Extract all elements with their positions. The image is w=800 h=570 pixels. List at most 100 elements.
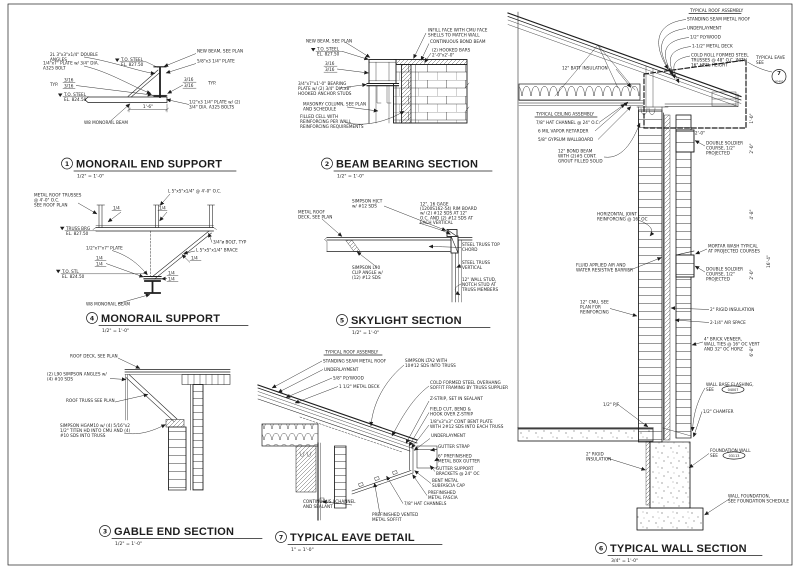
d6-dim-v2: 2'-0" xyxy=(749,143,755,153)
d7-label-plywood: 5/8" PLYWOOD xyxy=(333,376,364,381)
d7-label-field-cut: FIELD CUT, BEND &HOOK OVER Z-STRIP xyxy=(430,407,473,417)
d6-label-vapor: 6 MIL VAPOR RETARDER xyxy=(538,129,588,134)
d1-label-typ-left: TYP. xyxy=(49,82,58,87)
d6-dim-v5: 6'-8" xyxy=(749,346,755,356)
d1-label-typ-right: TYP. xyxy=(207,81,216,86)
d6-detail-number-bubble xyxy=(595,542,607,554)
d6-dim-v1: 1'-0" xyxy=(749,113,755,123)
d3-leaders xyxy=(109,357,166,434)
d1-weld-right-bottom: 3/16 xyxy=(184,83,194,88)
d5-title: SKYLIGHT SECTION xyxy=(351,315,462,327)
d1-label-new-beam: NEW BEAM, SEE PLAN xyxy=(197,49,243,54)
d4-weld-g: 1/4 xyxy=(159,205,166,210)
d2-titleblock: 2 BEAM BEARING SECTION 1/2" = 1'-0" xyxy=(321,157,493,180)
d1-weld-left-bottom: 3/16 xyxy=(64,84,74,89)
d4-label-plate: 1/2"x7"x7" PLATE xyxy=(86,246,123,251)
d6-leaders xyxy=(594,19,773,516)
d7-label-standing-seam: STANDING SEAM METAL ROOF xyxy=(323,359,387,364)
d3-label-roof-deck: ROOF DECK, SEE PLAN xyxy=(70,354,118,359)
d2-linework xyxy=(311,48,470,124)
d4-titleblock: 4 MONORAIL SUPPORT 1/2" = 1'-0" xyxy=(86,312,249,334)
d3-label-simpson-angles: (2) L90 SIMPSON ANGLES w/(4) #10 SDS xyxy=(47,372,107,382)
d5-detail-number-bubble xyxy=(336,314,348,326)
d4-label-trusses: METAL ROOF TRUSSES@ 4'-0" O.C.SEE ROOF P… xyxy=(34,193,82,208)
d6-label-batt: 12" BATT INSULATION xyxy=(562,66,608,71)
d4-label-angle-oc: L 5"x5"x1/4" @ 4'-0" O.C. xyxy=(168,189,221,194)
d3-scale: 1/2" = 1'-0" xyxy=(115,541,142,547)
d6-label-underlayment: UNDERLAYMENT xyxy=(687,26,722,31)
d7-label-gutter-strap: GUTTER STRAP xyxy=(438,444,470,449)
d6-label-gwb: 5/8" GYPSUM WALLBOARD xyxy=(538,137,593,142)
d6-label-ceiling-header: TYPICAL CEILING ASSEMBLY xyxy=(535,112,594,117)
d7-scale: 1" = 1'-0" xyxy=(291,547,314,553)
d6-label-air-space: 2-1/4" AIR SPACE xyxy=(710,320,746,325)
d2-label-new-beam: NEW BEAM, SEE PLAN xyxy=(306,39,352,44)
d1-label-plate-top: 5/8"x3 1/4" PLATE xyxy=(197,59,235,64)
d1-weld-right-top: 3/16 xyxy=(184,77,194,82)
d4-label-brace: L 5"x5"x1/4" BRACE xyxy=(196,248,238,253)
d7-detail-number: 7 xyxy=(279,534,283,541)
d2-weld-top: 3/16 xyxy=(325,61,335,66)
d6-label-hat-channel: 7/8" HAT CHANNEL @ 24" O.C. xyxy=(536,120,600,125)
d3-titleblock: 3 GABLE END SECTION 1/2" = 1'-0" xyxy=(99,525,263,547)
d6-titleblock: 6 TYPICAL WALL SECTION 3/4" = 1'-0" xyxy=(595,542,763,564)
d1-label-plate-bolts: 1/2"x3 1/4" PLATE w/ (2)3/4" DIA. A325 B… xyxy=(189,100,241,110)
d6-dim-v3: 4'-8" xyxy=(749,209,755,219)
d2-detail-number-bubble xyxy=(321,157,333,170)
d6-label-wall-foundation: WALL FOUNDATION,SEE FOUNDATION SCHEDULE xyxy=(728,494,789,504)
d4-leaders xyxy=(77,193,213,304)
d6-dimensions: 2'-0" 1'-0" 2'-0" 4'-8" 2'-0" 6'-8" 16'-… xyxy=(661,105,774,418)
d7-label-metal-deck: 1 1/2" METAL DECK xyxy=(339,384,380,389)
d3-label-roof-truss: ROOF TRUSS SEE PLAN xyxy=(66,398,115,403)
d7-label-underlayment-1: UNDERLAYMENT xyxy=(324,367,359,372)
d6-dim-total: 16'-4" xyxy=(766,255,772,268)
d7-title: TYPICAL EAVE DETAIL xyxy=(290,532,415,544)
d2-weld-bottom: 3/16 xyxy=(325,67,335,72)
d1-detail-number-bubble xyxy=(61,157,73,170)
d1-label-monorail: W8 MONORAIL BEAM xyxy=(84,120,128,125)
d3-detail-number-bubble xyxy=(99,525,111,537)
d6-label-chamfer: 1/2" CHAMFER xyxy=(703,409,734,414)
d6-label-metal-deck: 1-1/2" METAL DECK xyxy=(692,44,733,49)
d4-weld-a: 1/4 xyxy=(96,255,103,260)
d6-label-base-flashing: WALL BASE FLASHING,SEE xyxy=(706,382,754,392)
d6-detail-number: 6 xyxy=(599,545,603,552)
d5-leaders xyxy=(321,205,462,296)
d1-dim-beam-length: 1'-6" xyxy=(143,104,153,110)
d4-detail-number: 4 xyxy=(90,315,95,322)
d3-title: GABLE END SECTION xyxy=(114,526,234,538)
d4-label-bolt: 3/4"ø BOLT, TYP xyxy=(213,240,247,245)
d7-titleblock: 7 TYPICAL EAVE DETAIL 1" = 1'-0" xyxy=(275,531,443,553)
d6-flashing-ref: 04007 xyxy=(728,388,739,392)
d5-detail-number: 5 xyxy=(340,317,344,324)
d7-label-assembly-header: TYPICAL ROOF ASSEMBLY xyxy=(324,350,379,355)
d5-scale: 1/2" = 1'-0" xyxy=(352,330,379,336)
d6-label-standing-seam: STANDING SEAM METAL ROOF xyxy=(687,17,751,22)
